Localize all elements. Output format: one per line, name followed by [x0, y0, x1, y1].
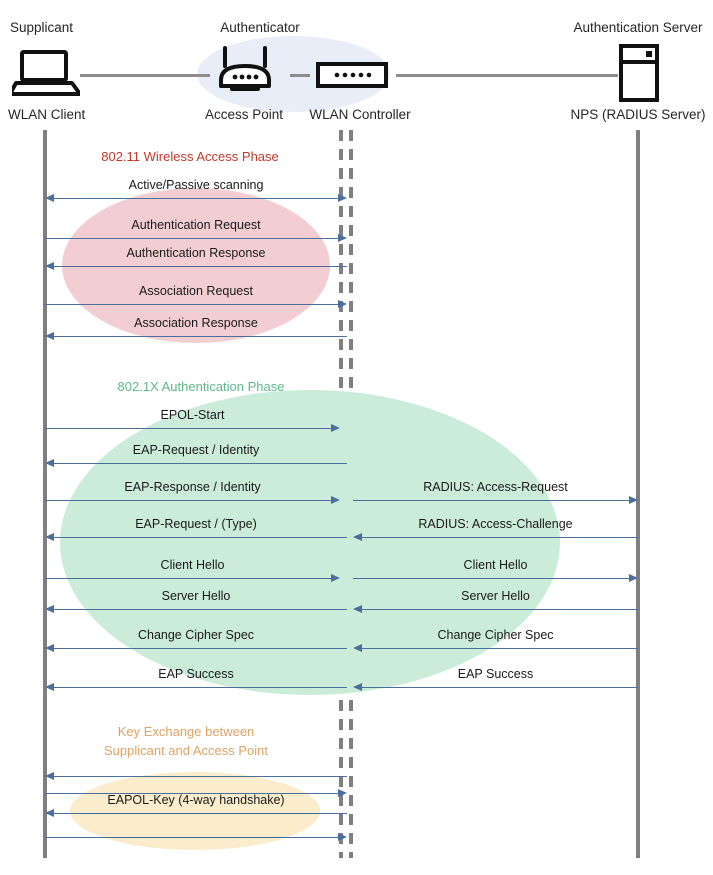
- arrowhead-left-icon: [45, 683, 54, 691]
- phase-label-key-exchange-line2: Supplicant and Access Point: [103, 743, 269, 758]
- message-line: [52, 813, 347, 814]
- actor-role-authenticator: Authenticator: [220, 20, 300, 35]
- message-label: Server Hello: [161, 589, 231, 603]
- arrowhead-left-icon: [45, 533, 54, 541]
- arrowhead-right-icon: [331, 424, 340, 432]
- link-ap-to-controller: [290, 74, 310, 77]
- laptop-icon: [8, 50, 82, 101]
- message-label: EAP Success: [158, 667, 234, 681]
- arrowhead-left-icon: [45, 194, 54, 202]
- phase-label-8021x: 802.1X Authentication Phase: [117, 379, 285, 394]
- phase-label-80211: 802.11 Wireless Access Phase: [101, 149, 279, 164]
- link-controller-to-server: [396, 74, 618, 77]
- arrowhead-left-icon: [45, 809, 54, 817]
- arrowhead-left-icon: [45, 262, 54, 270]
- message-label: RADIUS: Access-Request: [423, 480, 568, 494]
- message-label: Authentication Response: [126, 246, 266, 260]
- phase-blob-8021x: [60, 390, 560, 695]
- arrowhead-left-icon: [45, 459, 54, 467]
- message-line: [52, 463, 347, 464]
- message-label: Change Cipher Spec: [137, 628, 255, 642]
- message-label: EAP-Request / (Type): [135, 517, 257, 531]
- actor-caption-nps: NPS (RADIUS Server): [570, 107, 706, 122]
- arrowhead-left-icon: [353, 605, 362, 613]
- arrowhead-left-icon: [45, 772, 54, 780]
- arrowhead-right-icon: [338, 300, 347, 308]
- wireless-router-icon: [214, 46, 276, 97]
- message-label: Authentication Request: [131, 218, 261, 232]
- message-line: [45, 238, 340, 239]
- message-line: [52, 687, 347, 688]
- message-label: Server Hello: [461, 589, 530, 603]
- arrowhead-left-icon: [45, 332, 54, 340]
- message-label: Change Cipher Spec: [437, 628, 554, 642]
- actor-caption-wlan-client: WLAN Client: [8, 107, 86, 122]
- message-line: [353, 578, 631, 579]
- arrowhead-left-icon: [353, 533, 362, 541]
- phase-label-key-exchange: Key Exchange between Supplicant and Acce…: [104, 722, 268, 760]
- arrowhead-left-icon: [45, 605, 54, 613]
- message-label: EAP Success: [457, 667, 534, 681]
- arrowhead-right-icon: [338, 234, 347, 242]
- message-line: [360, 609, 638, 610]
- link-client-to-ap: [80, 74, 210, 77]
- arrowhead-right-icon: [338, 194, 347, 202]
- phase-label-key-exchange-line1: Key Exchange between: [117, 724, 255, 739]
- message-label: EAP-Request / Identity: [132, 443, 260, 457]
- arrowhead-right-icon: [331, 496, 340, 504]
- message-label: EPOL-Start: [160, 408, 225, 422]
- arrowhead-left-icon: [353, 683, 362, 691]
- server-tower-icon: [618, 44, 660, 107]
- message-line: [45, 793, 340, 794]
- message-line: [45, 578, 333, 579]
- message-line: [360, 687, 638, 688]
- message-label: Association Response: [134, 316, 258, 330]
- arrowhead-left-icon: [45, 644, 54, 652]
- network-switch-icon: [316, 62, 388, 93]
- message-line: [360, 537, 638, 538]
- actor-caption-wlan-controller: WLAN Controller: [309, 107, 411, 122]
- message-line: [52, 537, 347, 538]
- actor-caption-access-point: Access Point: [204, 107, 284, 122]
- message-line: [45, 837, 340, 838]
- message-label: Client Hello: [463, 558, 528, 572]
- message-label: Association Request: [139, 284, 253, 298]
- message-line: [52, 648, 347, 649]
- lifeline-auth-server: [636, 130, 640, 858]
- message-label: EAPOL-Key (4-way handshake): [107, 793, 285, 807]
- actor-role-auth-server: Authentication Server: [573, 20, 703, 35]
- message-line: [52, 776, 347, 777]
- message-line: [45, 428, 333, 429]
- message-line: [52, 198, 340, 199]
- message-label: Client Hello: [160, 558, 225, 572]
- message-line: [45, 500, 333, 501]
- arrowhead-left-icon: [353, 644, 362, 652]
- message-line: [52, 609, 347, 610]
- message-line: [52, 336, 347, 337]
- arrowhead-right-icon: [338, 833, 347, 841]
- message-label: EAP-Response / Identity: [124, 480, 261, 494]
- message-line: [360, 648, 638, 649]
- arrowhead-right-icon: [629, 496, 638, 504]
- arrowhead-right-icon: [338, 789, 347, 797]
- message-line: [353, 500, 631, 501]
- lifeline-supplicant: [43, 130, 47, 858]
- message-label: RADIUS: Access-Challenge: [418, 517, 573, 531]
- arrowhead-right-icon: [629, 574, 638, 582]
- message-label: Active/Passive scanning: [128, 178, 264, 192]
- message-line: [45, 304, 340, 305]
- message-line: [52, 266, 347, 267]
- arrowhead-right-icon: [331, 574, 340, 582]
- phase-blob-80211: [62, 188, 330, 343]
- actor-role-supplicant: Supplicant: [10, 20, 74, 35]
